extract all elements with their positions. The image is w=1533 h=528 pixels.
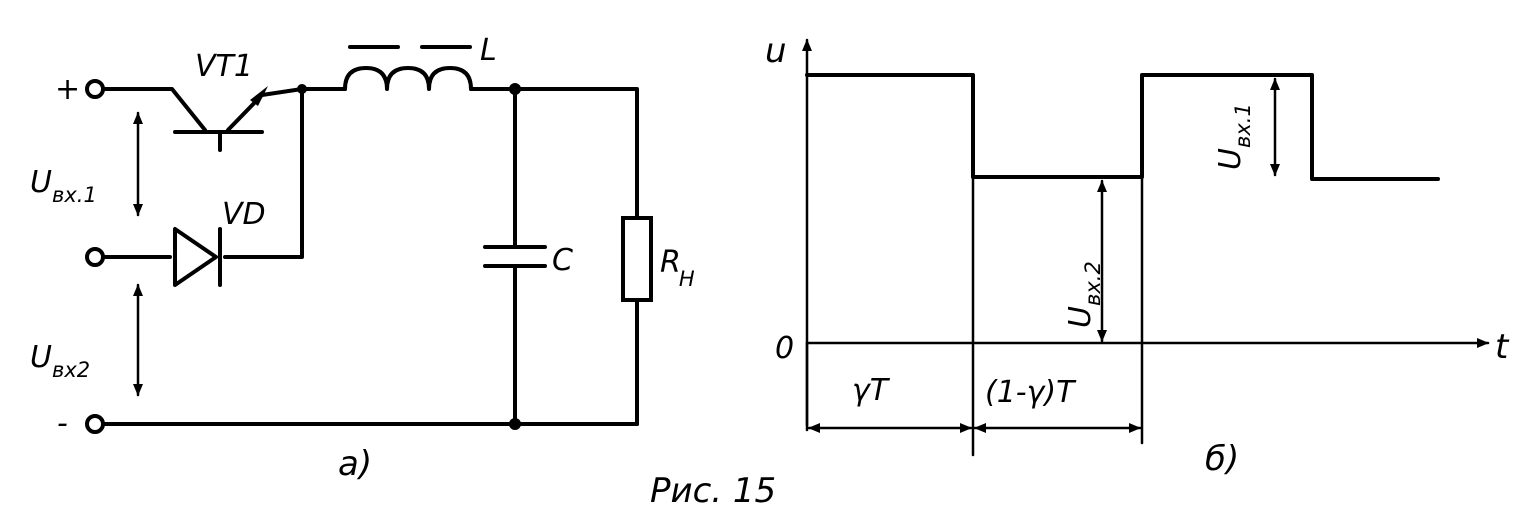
span1-label: γT	[852, 373, 891, 408]
terminal-plus-label: +	[55, 72, 80, 107]
u-in2-wave-main: U	[1063, 306, 1098, 328]
node-bottom	[509, 418, 521, 430]
x-axis-label: t	[1495, 327, 1510, 367]
u-in1-sub: вх.1	[52, 183, 97, 207]
origin-label: 0	[775, 331, 794, 366]
diode-label: VD	[222, 197, 266, 232]
waveform-trace	[805, 73, 1440, 181]
load-label-sub: Н	[679, 267, 695, 291]
u-in2-sub: вх2	[52, 358, 90, 382]
transistor-label: VT1	[195, 49, 253, 84]
load-label: RН	[660, 245, 695, 291]
wire-top-left	[101, 87, 207, 132]
u-in1-wave-sub: вх.1	[1231, 103, 1255, 148]
waveform-panel-label: б)	[1205, 439, 1239, 479]
load-resistor	[621, 216, 653, 302]
terminal-plus	[85, 79, 105, 99]
span2-label: (1-γ)T	[985, 375, 1077, 410]
circuit-diagram: + - VT1 VD L C RН Uвх.1 Uвх2 а)	[30, 33, 695, 484]
transistor-emitter-arrow	[250, 86, 268, 106]
terminal-minus	[85, 414, 105, 434]
circuit-panel-label: а)	[338, 444, 372, 484]
capacitor-symbol	[483, 87, 547, 426]
y-axis-label: u	[765, 31, 787, 71]
wire-after-inductor	[469, 87, 639, 220]
inductor-symbol	[343, 66, 473, 91]
u-in2-wave-label: Uвх.2	[1063, 261, 1105, 328]
u-in2-wave-sub: вх.2	[1081, 261, 1105, 306]
waveform-diagram: u t 0 γT (1-γ)T Uвх.2 Uвх.1 б)	[765, 31, 1510, 479]
load-label-main: R	[660, 245, 681, 280]
u-in1-main: U	[30, 165, 52, 200]
terminal-minus-label: -	[57, 406, 68, 441]
terminal-mid	[85, 247, 105, 267]
u-in2-label: Uвх2	[30, 340, 90, 382]
u-in1-label: Uвх.1	[30, 165, 97, 207]
u-in2-main: U	[30, 340, 52, 375]
capacitor-label: C	[552, 243, 573, 278]
wire-node-to-diode	[223, 87, 304, 259]
u-in1-wave-main: U	[1213, 148, 1248, 170]
u-in1-wave-label: Uвх.1	[1213, 103, 1255, 170]
diode-symbol	[173, 227, 222, 287]
inductor-label: L	[480, 33, 497, 68]
figure-caption: Рис. 15	[650, 471, 776, 511]
